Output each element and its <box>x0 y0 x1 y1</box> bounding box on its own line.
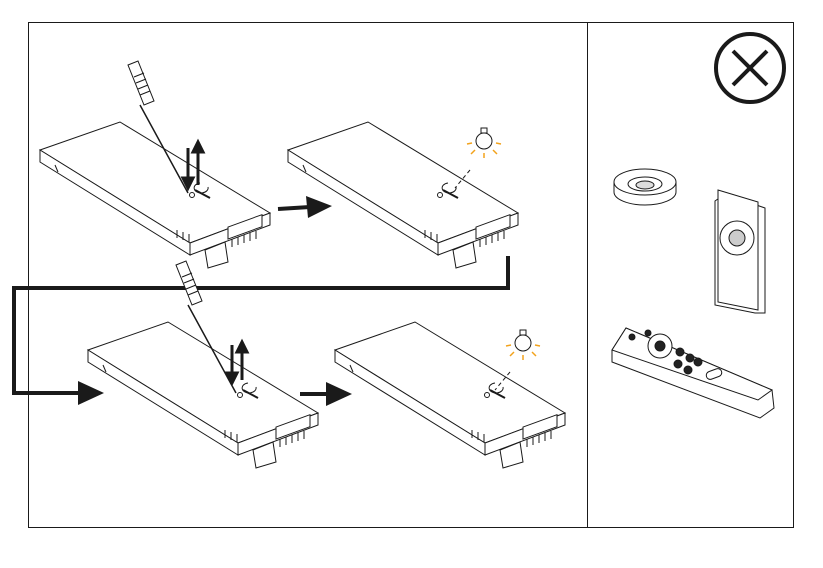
not-allowed-icon <box>714 32 786 104</box>
puck-sensor-icon <box>613 168 677 206</box>
signal-line <box>494 371 511 391</box>
frame <box>28 22 794 528</box>
signal-line <box>454 169 471 189</box>
wall-remote-icon <box>714 189 766 314</box>
handheld-remote-icon <box>611 327 775 419</box>
arrow-right-icon <box>277 196 332 218</box>
press-arrows-icon <box>180 138 206 192</box>
connector-arrow <box>12 256 510 405</box>
arrow-right-icon <box>300 382 352 406</box>
press-arrows-icon <box>224 338 250 387</box>
